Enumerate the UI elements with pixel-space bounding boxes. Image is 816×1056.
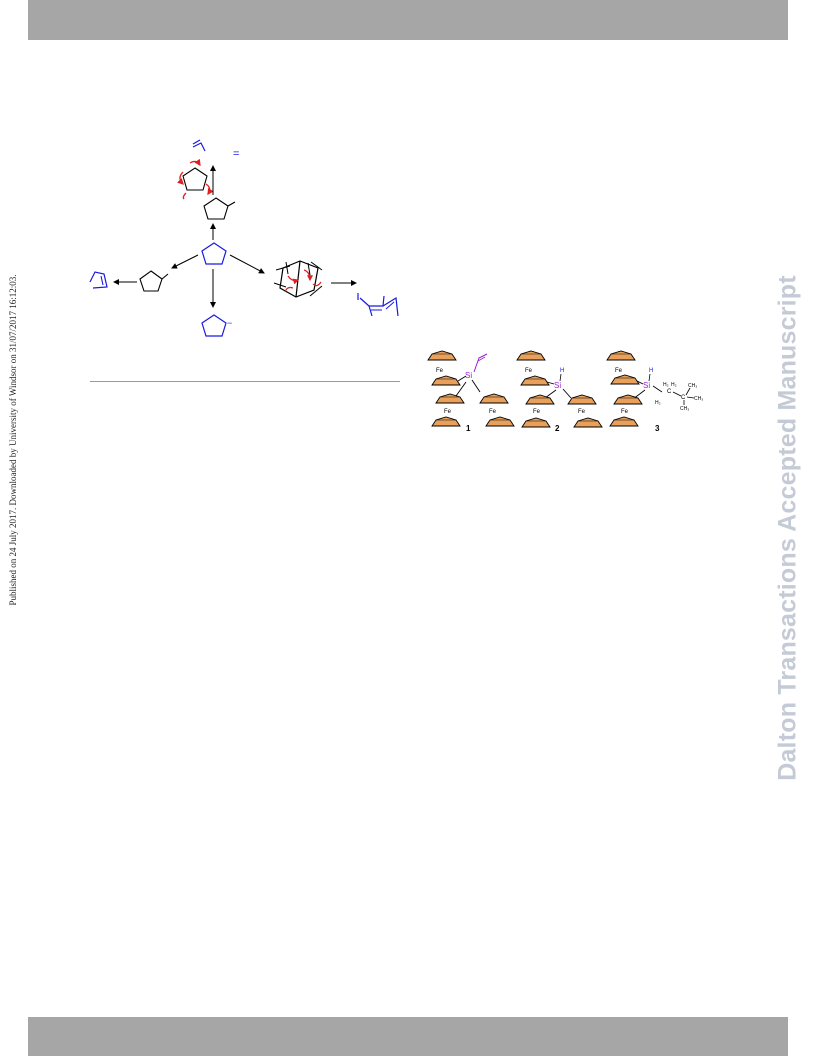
diene-product <box>357 293 399 317</box>
si-label-2: Si <box>554 381 561 390</box>
central-ring <box>201 242 227 265</box>
h-label-2: H <box>560 368 564 374</box>
ch2-label-b: H₂ <box>655 400 661 406</box>
anion-ring <box>201 314 227 337</box>
fe-label-2b: Fe <box>533 409 541 415</box>
fe-label-3b: Fe <box>621 409 629 415</box>
fe-label-3a: Fe <box>615 368 623 374</box>
fe-label-1a: Fe <box>436 368 444 374</box>
footer-bar <box>28 1017 788 1056</box>
ch3-label-b: CH₃ <box>694 396 703 402</box>
ch3-label-c: CH₃ <box>680 406 689 412</box>
left-ring <box>139 270 163 292</box>
compound-3: Fe Si H Fe H₂ H₂ C H₂ C CH₃ CH₃ CH₃ 3 <box>606 350 703 433</box>
compound-2: Fe Si H Fe Fe 2 <box>516 350 603 433</box>
fe-label-1c: Fe <box>489 409 497 415</box>
fe-label-2a: Fe <box>525 368 533 374</box>
h-label-3: H <box>649 368 653 374</box>
c-label-3b: C <box>681 395 686 401</box>
si-label-1: Si <box>465 371 472 380</box>
compound-number-3: 3 <box>655 424 660 433</box>
column-divider-rule <box>90 381 400 382</box>
anion-charge: − <box>227 318 232 328</box>
equals-sign: = <box>233 148 239 160</box>
header-bar <box>28 0 788 40</box>
ch3-label-a: CH₃ <box>688 383 697 389</box>
arrow-left-upper <box>171 254 199 269</box>
fragmenting-ring <box>177 158 214 200</box>
ch2-label-a: H₂ <box>663 382 669 388</box>
si-label-3: Si <box>643 381 650 390</box>
compound-number-1: 1 <box>466 424 471 433</box>
compound-1: Fe Si Fe Fe 1 <box>427 350 515 433</box>
ethylene-fragment <box>192 139 206 152</box>
fe-label-1b: Fe <box>444 409 452 415</box>
fe-label-2c: Fe <box>578 409 586 415</box>
compound-number-2: 2 <box>555 424 560 433</box>
bicyclic-intermediate <box>273 260 323 298</box>
pentene-product <box>89 271 108 289</box>
c-label-3a: C <box>667 389 672 395</box>
ch2-label-c: H₂ <box>671 382 677 388</box>
methylcyclopentyl-ring <box>203 197 236 220</box>
arrow-right-upper <box>229 254 265 274</box>
